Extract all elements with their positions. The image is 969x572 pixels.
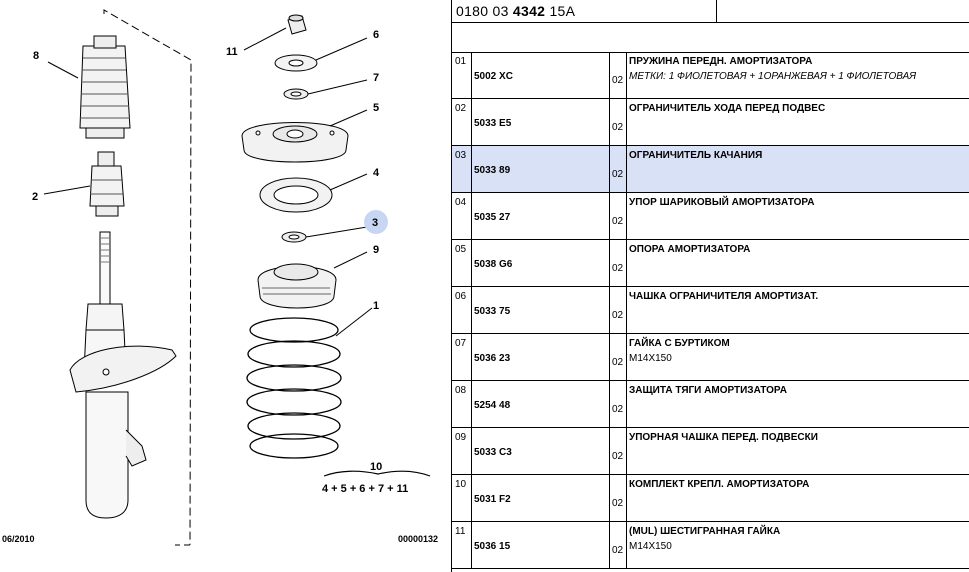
callout-8[interactable]: 8 <box>33 50 39 62</box>
quantity: 02 <box>612 498 624 509</box>
quantity: 02 <box>612 451 624 462</box>
part-cup[interactable] <box>274 54 318 72</box>
quantity: 02 <box>612 122 624 133</box>
callout-9[interactable]: 9 <box>373 244 379 256</box>
row-index: 10 <box>455 479 467 490</box>
part-collar-nut[interactable] <box>283 88 309 100</box>
exploded-diagram: 8 2 11 6 7 5 4 3 9 1 10 4 + 5 + 6 + 7 + … <box>0 0 451 572</box>
part-number: 5036 15 <box>474 541 511 552</box>
table-row[interactable]: 02 5033 E5 02 ОГРАНИЧИТЕЛЬ ХОДА ПЕРЕД ПО… <box>452 99 969 146</box>
quantity: 02 <box>612 263 624 274</box>
part-title: (MUL) ШЕСТИГРАННАЯ ГАЙКА <box>629 526 781 537</box>
part-title: ПРУЖИНА ПЕРЕДН. АМОРТИЗАТОРА <box>629 56 813 67</box>
header-empty-box <box>716 0 969 22</box>
part-number: 5036 23 <box>474 353 511 364</box>
callout-7[interactable]: 7 <box>373 72 379 84</box>
part-number: 5035 27 <box>474 212 511 223</box>
diagram-drawing: 8 2 11 6 7 5 4 3 9 1 10 4 + 5 + 6 + 7 + … <box>32 9 431 546</box>
row-index: 06 <box>455 291 467 302</box>
part-title: ОПОРА АМОРТИЗАТОРА <box>629 244 751 255</box>
table-row[interactable]: 08 5254 48 02 ЗАЩИТА ТЯГИ АМОРТИЗАТОРА <box>452 381 969 428</box>
row-index: 08 <box>455 385 467 396</box>
quantity: 02 <box>612 545 624 556</box>
row-index: 04 <box>455 197 467 208</box>
part-number: 5031 F2 <box>474 494 511 505</box>
part-limiter[interactable] <box>281 231 307 243</box>
quantity: 02 <box>612 169 624 180</box>
part-title: ЗАЩИТА ТЯГИ АМОРТИЗАТОРА <box>629 385 787 396</box>
quantity: 02 <box>612 357 624 368</box>
part-number: 5033 89 <box>474 165 511 176</box>
row-index: 07 <box>455 338 467 349</box>
quantity: 02 <box>612 310 624 321</box>
part-number: 5033 75 <box>474 306 511 317</box>
table-row[interactable]: 06 5033 75 02 ЧАШКА ОГРАНИЧИТЕЛЯ АМОРТИЗ… <box>452 287 969 334</box>
row-index: 03 <box>455 150 467 161</box>
parts-table: 01 5002 XC 02 ПРУЖИНА ПЕРЕДН. АМОРТИЗАТО… <box>452 52 969 569</box>
quantity: 02 <box>612 404 624 415</box>
table-row[interactable]: 04 5035 27 02 УПОР ШАРИКОВЫЙ АМОРТИЗАТОР… <box>452 193 969 240</box>
part-top-mount[interactable] <box>241 122 349 163</box>
reference-header: 0180 03 4342 15A <box>452 0 969 23</box>
reference-number: 0180 03 4342 15A <box>456 3 576 19</box>
part-title: ЧАШКА ОГРАНИЧИТЕЛЯ АМОРТИЗАТ. <box>629 291 819 302</box>
part-title: УПОР ШАРИКОВЫЙ АМОРТИЗАТОРА <box>629 197 815 208</box>
part-number: 5254 48 <box>474 400 511 411</box>
part-note: M14X150 <box>629 541 672 552</box>
table-row[interactable]: 11 5036 15 02 (MUL) ШЕСТИГРАННАЯ ГАЙКА M1… <box>452 522 969 569</box>
callout-5[interactable]: 5 <box>373 102 379 114</box>
callout-2[interactable]: 2 <box>32 191 38 203</box>
row-index: 01 <box>455 56 467 67</box>
table-row[interactable]: 10 5031 F2 02 КОМПЛЕКТ КРЕПЛ. АМОРТИЗАТО… <box>452 475 969 522</box>
part-title: ОГРАНИЧИТЕЛЬ КАЧАНИЯ <box>629 150 763 161</box>
parts-panel: 0180 03 4342 15A 01 5002 XC 02 ПРУЖИНА П… <box>451 0 969 572</box>
callout-10[interactable]: 10 <box>370 461 382 473</box>
part-bump-stop[interactable] <box>89 151 125 217</box>
quantity: 02 <box>612 216 624 227</box>
part-nut[interactable] <box>287 14 307 35</box>
table-row[interactable]: 07 5036 23 02 ГАЙКА С БУРТИКОМ M14X150 <box>452 334 969 381</box>
table-row[interactable]: 05 5038 G6 02 ОПОРА АМОРТИЗАТОРА <box>452 240 969 287</box>
part-spring[interactable] <box>246 317 342 459</box>
kit-formula: 4 + 5 + 6 + 7 + 11 <box>322 483 408 495</box>
part-number: 5033 E5 <box>474 118 512 129</box>
part-number: 5038 G6 <box>474 259 513 270</box>
row-index: 11 <box>455 526 466 537</box>
callout-6[interactable]: 6 <box>373 29 379 41</box>
quantity: 02 <box>612 75 624 86</box>
part-note: M14X150 <box>629 353 672 364</box>
callout-3[interactable]: 3 <box>372 217 378 229</box>
callout-highlight <box>364 210 388 234</box>
callout-11[interactable]: 11 <box>226 46 238 58</box>
part-title: КОМПЛЕКТ КРЕПЛ. АМОРТИЗАТОРА <box>629 479 810 490</box>
part-strut[interactable] <box>69 231 177 519</box>
row-index: 05 <box>455 244 467 255</box>
row-index: 02 <box>455 103 467 114</box>
callout-1[interactable]: 1 <box>373 300 379 312</box>
part-note: МЕТКИ: 1 ФИОЛЕТОВАЯ + 1ОРАНЖЕВАЯ + 1 ФИО… <box>629 71 917 82</box>
part-number: 5033 C3 <box>474 447 512 458</box>
sub-header <box>452 22 969 53</box>
table-row[interactable]: 09 5033 C3 02 УПОРНАЯ ЧАШКА ПЕРЕД. ПОДВЕ… <box>452 428 969 475</box>
part-boot[interactable] <box>79 35 131 139</box>
row-index: 09 <box>455 432 467 443</box>
part-bearing[interactable] <box>259 177 333 213</box>
diagram-date: 06/2010 <box>2 534 35 544</box>
part-number: 5002 XC <box>474 71 513 82</box>
part-title: УПОРНАЯ ЧАШКА ПЕРЕД. ПОДВЕСКИ <box>629 432 818 443</box>
part-upper-cup[interactable] <box>257 263 337 309</box>
callout-4[interactable]: 4 <box>373 167 380 179</box>
part-title: ОГРАНИЧИТЕЛЬ ХОДА ПЕРЕД ПОДВЕС <box>629 103 826 114</box>
table-row-selected[interactable]: 03 5033 89 02 ОГРАНИЧИТЕЛЬ КАЧАНИЯ <box>452 146 969 193</box>
table-row[interactable]: 01 5002 XC 02 ПРУЖИНА ПЕРЕДН. АМОРТИЗАТО… <box>452 52 969 99</box>
part-title: ГАЙКА С БУРТИКОМ <box>629 338 730 349</box>
diagram-image-code: 00000132 <box>398 534 439 544</box>
